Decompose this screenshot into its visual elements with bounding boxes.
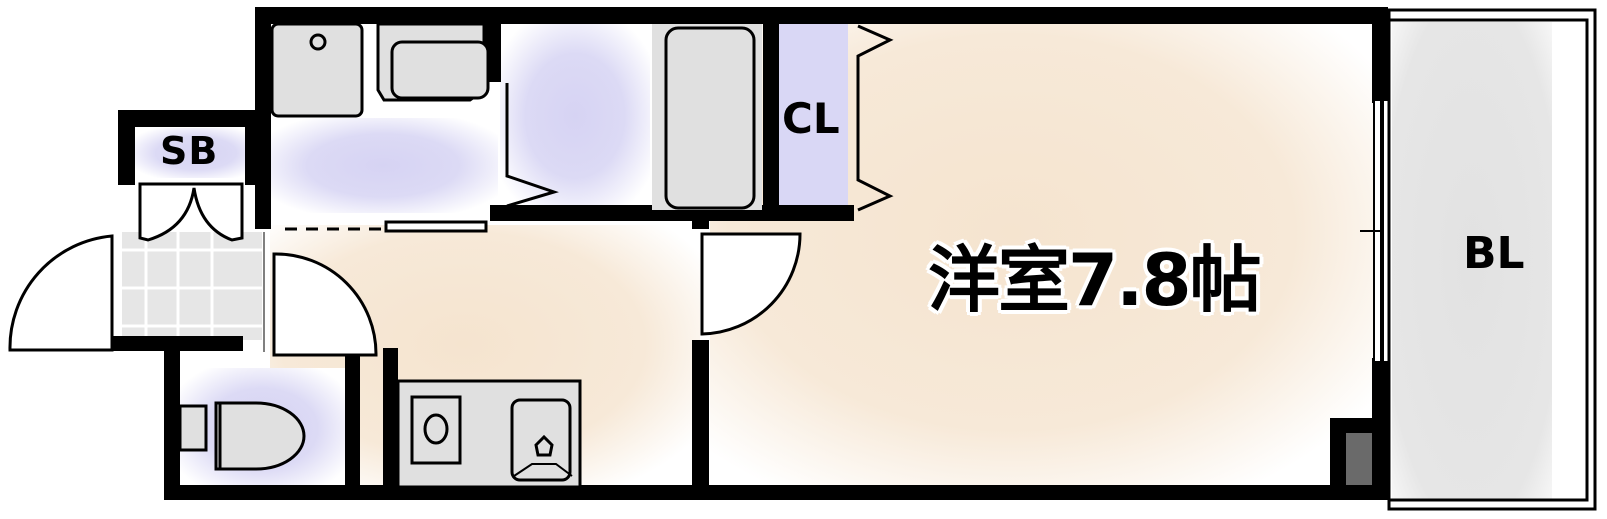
closet-floor — [778, 24, 848, 210]
shoebox-floor — [135, 128, 257, 178]
corridor-door[interactable] — [272, 252, 378, 357]
balcony-floor — [1392, 22, 1552, 500]
room-door[interactable] — [700, 232, 802, 336]
washroom-floor — [268, 118, 498, 213]
bath-floor — [500, 22, 650, 210]
bath-folding-door — [505, 83, 559, 208]
western-room-label: 洋室7.8帖 — [928, 238, 1262, 322]
toilet — [178, 401, 306, 471]
balcony-railing — [1387, 8, 1597, 511]
pillar-shaft — [1346, 433, 1372, 485]
washing-machine — [376, 22, 490, 102]
entrance-floor — [122, 232, 262, 340]
washbasin — [270, 22, 364, 118]
shoebox-doors — [138, 182, 244, 242]
balcony-label: BL — [1463, 228, 1525, 279]
shoe-box-label: SB — [160, 129, 219, 173]
bathtub — [652, 24, 762, 210]
closet-folding-door — [856, 24, 894, 212]
entrance-door[interactable] — [8, 234, 114, 352]
closet-label: CL — [782, 94, 840, 143]
kitchen-counter — [396, 379, 582, 489]
walls — [103, 7, 1389, 500]
floor-fills — [122, 22, 1552, 500]
washroom-sliding-door — [285, 220, 488, 233]
